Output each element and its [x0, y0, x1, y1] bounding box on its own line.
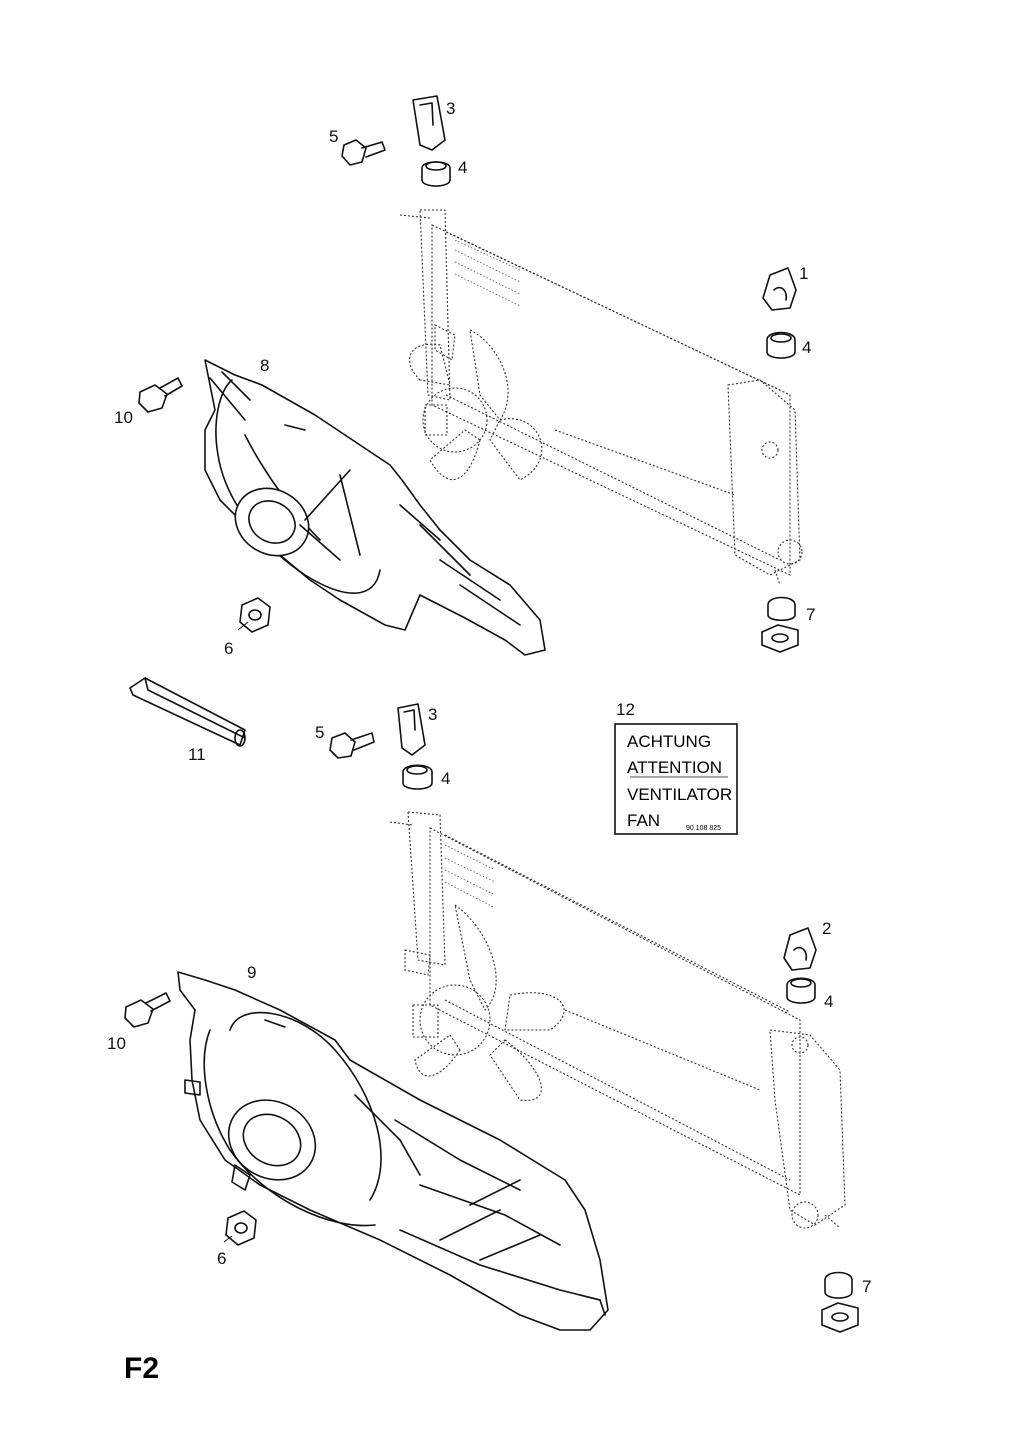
callout-7-lower: 7	[862, 1277, 871, 1296]
radiator-lower	[389, 811, 846, 1229]
warning-label-line-2: ATTENTION	[627, 758, 722, 777]
grommet-4-upper-b	[766, 331, 796, 359]
callout-3-upper: 3	[446, 99, 455, 118]
grommet-4-lower-a	[402, 764, 433, 790]
callout-8: 8	[260, 356, 269, 375]
callout-6-lower: 6	[217, 1249, 226, 1268]
callout-6-upper: 6	[224, 639, 233, 658]
page-code: F2	[124, 1352, 159, 1385]
callout-4-lower-b: 4	[824, 992, 833, 1011]
callout-1: 1	[799, 264, 808, 283]
warning-label-line-1: ACHTUNG	[627, 732, 711, 751]
fan-shroud-8	[204, 359, 546, 656]
bolt-10-lower	[124, 992, 171, 1028]
bracket-3-lower	[397, 703, 426, 756]
warning-label-line-3: VENTILATOR	[627, 785, 732, 804]
callout-3-lower: 3	[428, 705, 437, 724]
callout-5-lower: 5	[315, 723, 324, 742]
bolt-5-lower	[329, 732, 375, 759]
nut-6-lower	[225, 1210, 257, 1246]
warning-label-12	[614, 723, 738, 835]
grommet-4-lower-b	[786, 977, 816, 1004]
grommet-4-upper-a	[421, 161, 451, 187]
callout-9: 9	[247, 963, 256, 982]
bushing-7-upper	[761, 596, 799, 653]
foam-strip-11	[129, 677, 246, 747]
bolt-10-upper	[138, 377, 183, 413]
radiator-upper	[399, 209, 803, 586]
callout-4-upper-a: 4	[458, 158, 467, 177]
callout-10-lower: 10	[107, 1034, 126, 1053]
fan-shroud-9	[177, 971, 609, 1331]
callout-5-upper: 5	[329, 127, 338, 146]
clip-2	[783, 927, 817, 971]
callout-4-lower-a: 4	[441, 769, 450, 788]
callout-11: 11	[188, 745, 206, 764]
nut-6-upper	[239, 597, 271, 633]
bracket-3-upper	[412, 95, 446, 151]
warning-label-part-number: 90 108 825	[686, 825, 721, 832]
callout-10-upper: 10	[114, 408, 133, 427]
callout-2: 2	[822, 919, 831, 938]
bolt-5-upper	[341, 139, 386, 166]
leader-lines	[223, 621, 249, 1243]
warning-label-line-4: FAN	[627, 811, 660, 830]
callout-12: 12	[616, 700, 635, 719]
callout-4-upper-b: 4	[802, 338, 811, 357]
clip-1	[762, 267, 797, 311]
bushing-7-lower	[821, 1271, 859, 1333]
callout-7-upper: 7	[806, 605, 815, 624]
